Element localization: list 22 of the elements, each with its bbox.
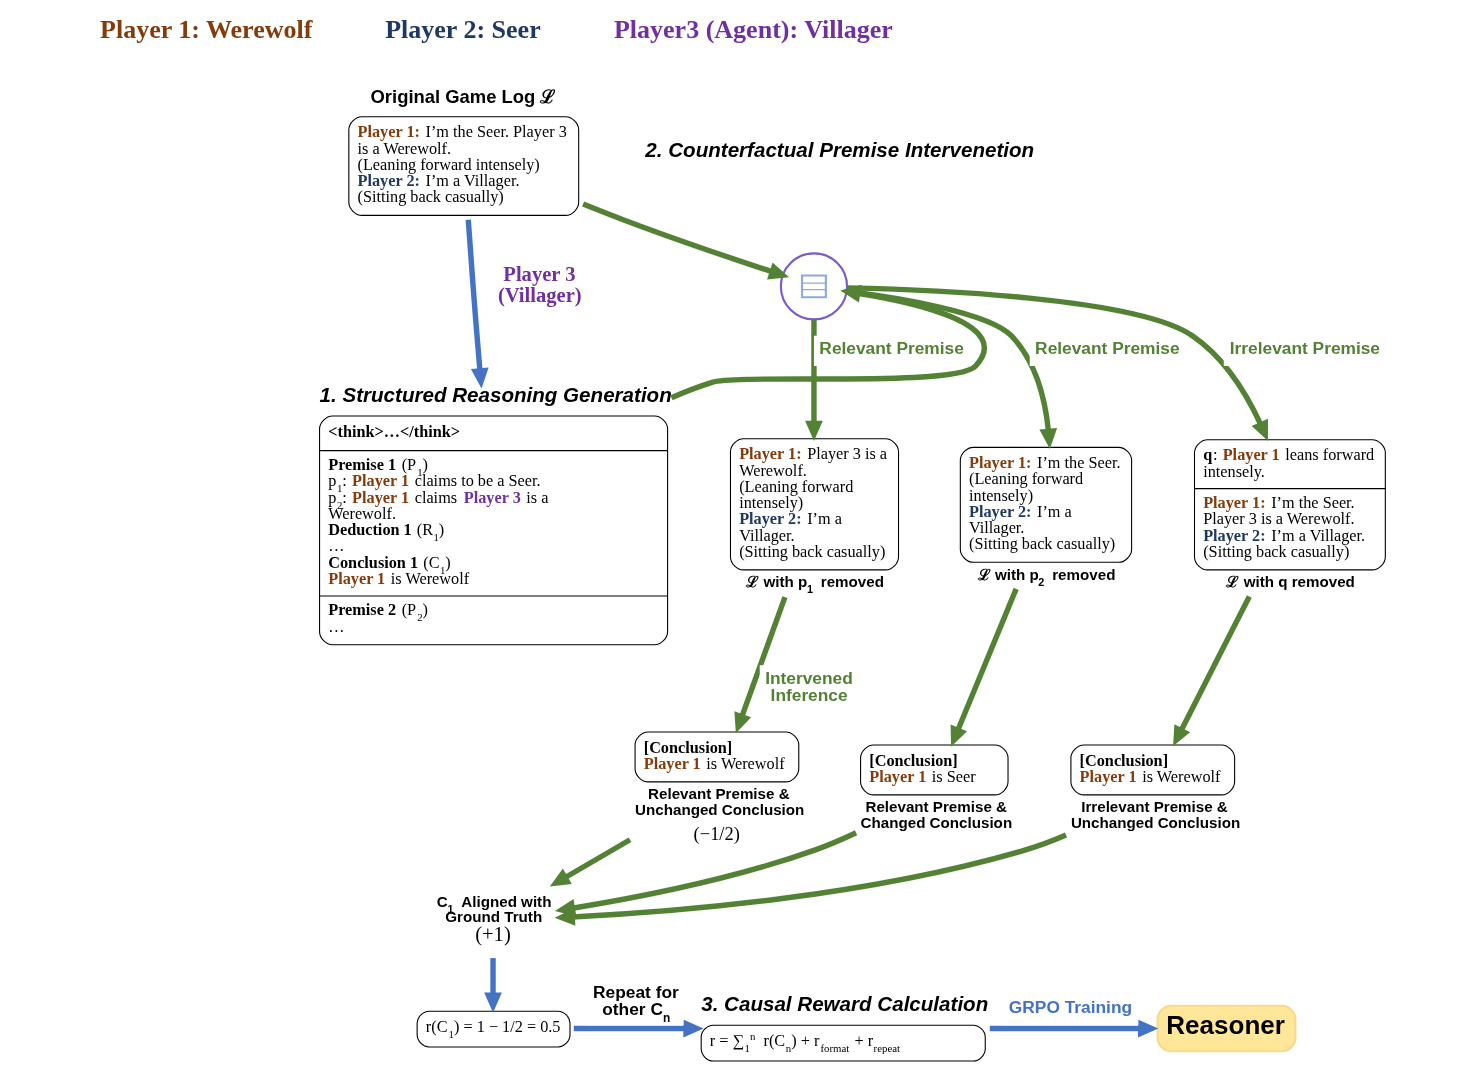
label: 2. Counterfactual Premise Intervenetion	[645, 137, 1035, 161]
node-label: (−1/2)	[693, 823, 740, 844]
edge-label: Intervened Inference	[765, 667, 853, 705]
edge-label: Repeat for other C$_{n}$	[593, 981, 679, 1026]
node-label: Relevant Premise & Unchanged Conclusion	[635, 785, 805, 818]
node-label: ℒ with p$_{1}$ removed	[746, 573, 884, 596]
node-text: C$_{1}$ Aligned with Ground Truth (+1)	[436, 892, 552, 946]
node-label: ℒ with p$_{2}$ removed	[977, 565, 1116, 588]
edge-label: Relevant Premise	[819, 337, 964, 358]
node-label: 1. Structured Reasoning Generation	[319, 383, 672, 407]
node-label: 3. Causal Reward Calculation	[701, 992, 989, 1016]
edge-label: Irrelevant Premise	[1229, 337, 1381, 358]
label: Player3 (Agent): Villager	[613, 14, 893, 44]
label: Player 1: Werewolf	[100, 14, 313, 44]
edge-label: GRPO Training	[1008, 997, 1133, 1018]
node-label: Original Game Log ℒ	[370, 86, 556, 108]
node-label: Irrelevant Premise & Unchanged Conclusion	[1070, 798, 1241, 831]
label: Player 3 (Villager)	[497, 263, 582, 306]
node-label: Relevant Premise & Changed Conclusion	[860, 798, 1013, 831]
edge-label: Relevant Premise	[1035, 337, 1180, 358]
node-label: ℒ with q removed	[1226, 573, 1355, 591]
label: Player 2: Seer	[385, 14, 541, 44]
